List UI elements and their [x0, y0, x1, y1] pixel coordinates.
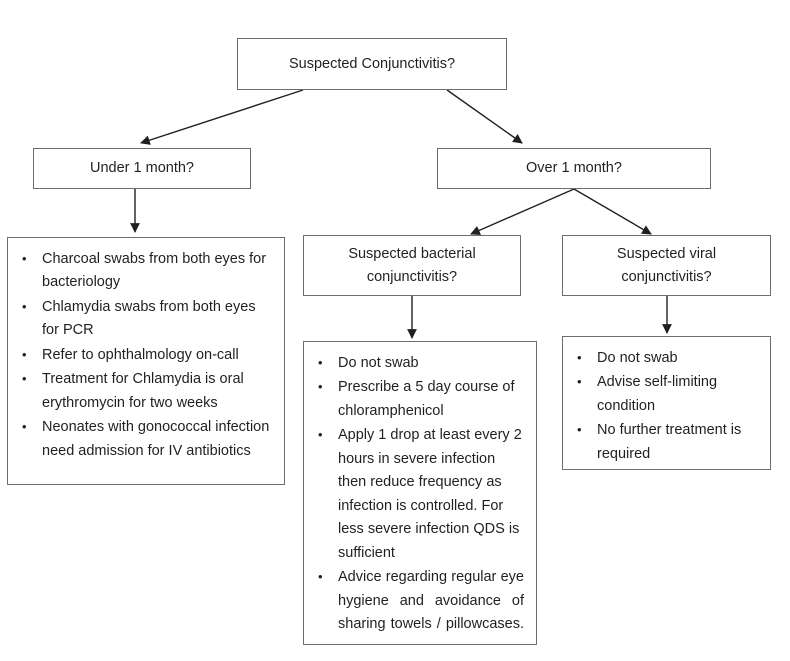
list-item: •Chlamydia swabs from both eyes for PCR — [22, 296, 272, 343]
list-item: •Advice regarding regular eye hygiene an… — [318, 566, 524, 660]
list-item: •Do not swab — [318, 352, 524, 375]
list-item: •Charcoal swabs from both eyes for bacte… — [22, 248, 272, 295]
bullet-icon: • — [22, 419, 27, 435]
list-item: •No further treatment is required — [577, 419, 758, 466]
node-suspected-viral-line1: Suspected viral — [616, 246, 717, 263]
list-item: •Do not swab — [577, 347, 758, 370]
viral-actions-list: •Do not swab •Advise self-limiting condi… — [569, 347, 758, 466]
list-item: •Neonates with gonococcal infection need… — [22, 416, 272, 463]
bullet-icon: • — [318, 379, 323, 395]
bullet-icon: • — [22, 346, 27, 362]
bullet-icon: • — [22, 298, 27, 314]
edge-root-to-under-one-month — [140, 89, 304, 145]
node-suspected-bacterial-conjunctivitis[interactable]: Suspected bacterial conjunctivitis? — [303, 235, 521, 296]
node-suspected-conjunctivitis-label: Suspected Conjunctivitis? — [288, 55, 456, 72]
node-over-one-month[interactable]: Over 1 month? — [437, 148, 711, 189]
bullet-icon: • — [318, 569, 323, 585]
bullet-icon: • — [577, 422, 582, 438]
edge-over-one-month-to-viral — [573, 188, 652, 235]
bullet-icon: • — [318, 427, 323, 443]
bullet-icon: • — [318, 355, 323, 370]
edge-root-to-over-one-month — [446, 89, 523, 144]
bullet-icon: • — [22, 371, 27, 387]
node-suspected-viral-line2: conjunctivitis? — [621, 268, 712, 285]
edge-over-one-month-to-bacterial — [470, 188, 575, 235]
bullet-icon: • — [577, 350, 582, 365]
bullet-icon: • — [577, 374, 582, 390]
neonatal-actions-list: •Charcoal swabs from both eyes for bacte… — [14, 248, 272, 463]
node-suspected-bacterial-line1: Suspected bacterial — [348, 246, 476, 263]
node-viral-actions[interactable]: •Do not swab •Advise self-limiting condi… — [562, 336, 771, 470]
node-suspected-conjunctivitis[interactable]: Suspected Conjunctivitis? — [237, 38, 507, 90]
list-item: •Apply 1 drop at least every 2 hours in … — [318, 424, 524, 565]
node-over-one-month-label: Over 1 month? — [526, 160, 622, 177]
list-item: •Prescribe a 5 day course of chloramphen… — [318, 376, 524, 423]
list-item: •Advise self-limiting condition — [577, 371, 758, 418]
node-under-one-month-label: Under 1 month? — [90, 160, 194, 177]
bullet-icon: • — [22, 251, 27, 266]
node-suspected-viral-conjunctivitis[interactable]: Suspected viral conjunctivitis? — [562, 235, 771, 296]
node-bacterial-actions[interactable]: •Do not swab •Prescribe a 5 day course o… — [303, 341, 537, 645]
node-suspected-bacterial-line2: conjunctivitis? — [366, 268, 458, 285]
node-under-one-month[interactable]: Under 1 month? — [33, 148, 251, 189]
list-item: •Treatment for Chlamydia is oral erythro… — [22, 368, 272, 415]
node-neonatal-actions[interactable]: •Charcoal swabs from both eyes for bacte… — [7, 237, 285, 485]
bacterial-actions-list: •Do not swab •Prescribe a 5 day course o… — [310, 352, 524, 660]
list-item: •Refer to ophthalmology on-call — [22, 344, 272, 367]
